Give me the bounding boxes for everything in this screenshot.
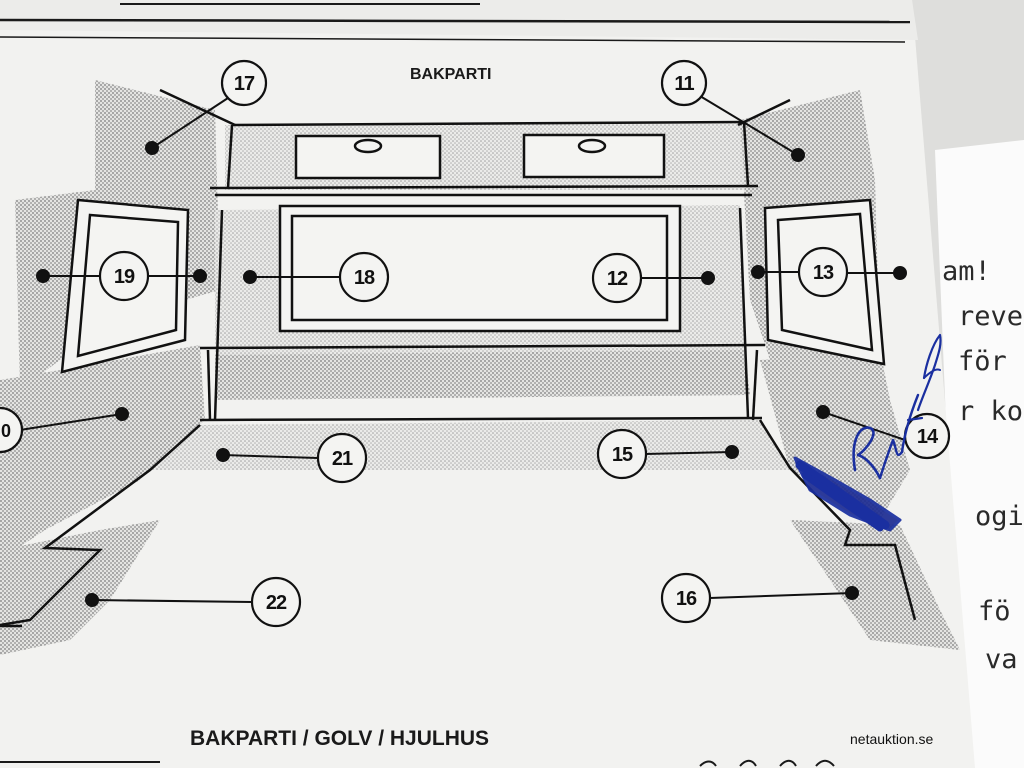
callout-18: 18 (354, 267, 375, 289)
callout-14: 14 (917, 426, 939, 448)
callout-19: 19 (114, 266, 135, 288)
callout-17: 17 (234, 73, 255, 95)
callout-13: 13 (813, 262, 834, 284)
letter-line: ogi (975, 501, 1024, 532)
left-lower-panel-shading (0, 345, 205, 560)
watermark: netauktion.se (850, 731, 933, 747)
section-heading: BAKPARTI / GOLV / HJULHUS (190, 727, 489, 750)
letter-line: am! (942, 256, 991, 287)
letter-line: va (985, 644, 1018, 675)
diagram-title: BAKPARTI (410, 66, 491, 83)
callout-12: 12 (607, 268, 628, 290)
handwritten-signature (793, 333, 942, 532)
header-rules (0, 3, 911, 43)
bottom-right-shading (790, 520, 960, 650)
bottom-left-shading (0, 520, 160, 655)
bottom-cutoff-marks (0, 759, 835, 767)
callout-22: 22 (266, 592, 287, 614)
callout-21: 21 (332, 448, 353, 470)
callout-15: 15 (612, 444, 633, 466)
callout-11: 11 (674, 73, 694, 95)
sill-shading (215, 350, 750, 400)
right-lower-panel-shading (760, 350, 910, 520)
letter-line: fö (978, 596, 1011, 627)
rear-section-diagram: 17 11 19 18 12 13 0 14 21 15 22 16 (0, 59, 960, 655)
callout-20: 0 (1, 421, 11, 441)
letter-line: r ko (958, 396, 1023, 427)
letter-line: revet (958, 301, 1024, 332)
left-floor-shading (150, 420, 790, 470)
letter-line: för (958, 346, 1007, 377)
callout-16: 16 (676, 588, 697, 610)
